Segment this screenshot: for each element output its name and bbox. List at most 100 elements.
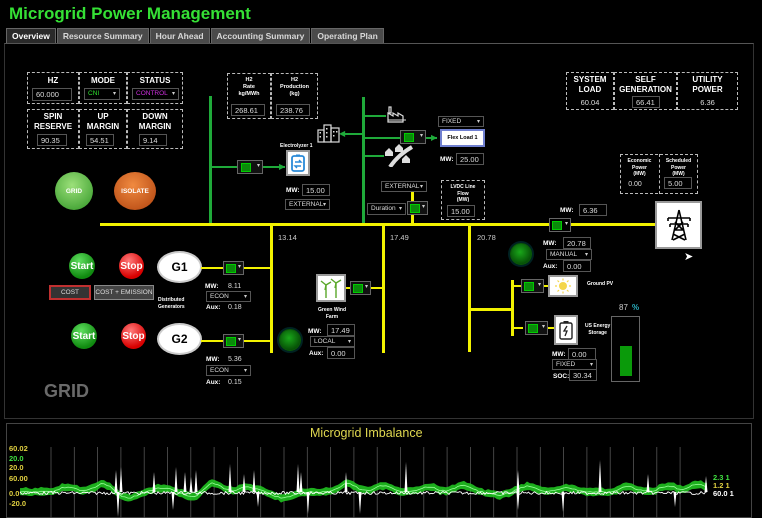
feeder-3-aux-value: 0.00 — [563, 260, 591, 272]
wind-mode-dropdown[interactable]: LOCAL▾ — [310, 336, 355, 347]
chevron-down-icon: ▾ — [237, 264, 241, 270]
pv-switch[interactable]: ▾ — [521, 279, 544, 293]
g2-switch[interactable]: ▾ — [223, 334, 244, 348]
status-label: STATUS — [139, 76, 171, 85]
g1-aux-value: 0.18 — [228, 304, 242, 311]
isolate-mode-button[interactable]: ISOLATE — [114, 172, 156, 210]
residential-icon — [384, 143, 414, 169]
electrolyzer-mode-dropdown[interactable]: EXTERNAL▾ — [285, 199, 330, 210]
lvdc-switch[interactable]: ▾ — [407, 201, 428, 215]
feeder-3-mw-label: MW: — [543, 240, 557, 247]
readout-value: 60.0 1 — [713, 489, 734, 498]
frequency-spike — [189, 477, 193, 492]
tab-bar: Overview Resource Summary Hour Ahead Acc… — [6, 28, 385, 43]
duration-dropdown[interactable]: Duration▾ — [367, 203, 406, 215]
utility-tower-icon[interactable] — [655, 201, 702, 249]
g2-generator[interactable]: G2 — [157, 323, 202, 355]
electrolyzer-icon[interactable] — [286, 150, 310, 176]
cost-emission-button[interactable]: COST + EMISSION — [94, 285, 154, 300]
storage-soc-value: 30.34 — [569, 369, 597, 381]
frequency-spike — [116, 492, 120, 517]
load-bus — [362, 97, 365, 225]
bus-connector — [346, 287, 350, 289]
chevron-down-icon: ▾ — [112, 91, 116, 97]
imbalance-band-series — [20, 479, 707, 503]
g2-mode-dropdown[interactable]: ECON▾ — [206, 365, 251, 376]
wind-turbine-icon[interactable] — [316, 274, 346, 302]
g1-aux-label: Aux: — [206, 304, 221, 311]
tab-resource-summary[interactable]: Resource Summary — [56, 28, 149, 43]
mode-dropdown[interactable]: CNI ▾ — [84, 88, 120, 100]
tab-operating-plan[interactable]: Operating Plan — [311, 28, 384, 43]
feeder-1-status-indicator — [279, 329, 301, 351]
frequency-spike — [256, 492, 260, 507]
storage-switch[interactable]: ▾ — [525, 321, 548, 335]
flex-load-mode-dropdown[interactable]: FIXED▾ — [438, 116, 484, 127]
g1-stop-button[interactable]: Stop — [119, 253, 144, 279]
g1-switch[interactable]: ▾ — [223, 261, 244, 275]
flex-load-switch[interactable]: ▾ — [400, 130, 426, 144]
imbalance-chart — [19, 447, 708, 518]
wind-aux-value: 0.00 — [327, 347, 355, 359]
frequency-spike — [516, 492, 520, 510]
frequency-spike — [646, 474, 650, 492]
g1-generator[interactable]: G1 — [157, 251, 202, 283]
readout-value: 2.3 1 — [713, 473, 730, 482]
bus-connector — [263, 166, 285, 168]
chevron-down-icon: ▾ — [421, 204, 425, 210]
chevron-down-icon: ▾ — [364, 284, 368, 290]
g2-stop-button[interactable]: Stop — [121, 323, 146, 349]
frequency-spike — [306, 492, 310, 514]
chevron-down-icon: ▾ — [537, 282, 541, 288]
flex-load-button[interactable]: Flex Load 1 — [440, 129, 485, 147]
frequency-spike — [299, 472, 303, 492]
lvdc-mode-dropdown[interactable]: EXTERNAL▾ — [381, 181, 427, 192]
tab-overview[interactable]: Overview — [6, 28, 56, 43]
g1-mode-dropdown[interactable]: ECON▾ — [206, 291, 251, 302]
wind-switch[interactable]: ▾ — [350, 281, 371, 295]
chevron-down-icon: ▾ — [256, 163, 260, 169]
mode-value: CNI — [88, 90, 100, 97]
battery-icon[interactable] — [554, 315, 578, 345]
frequency-spike — [344, 472, 348, 492]
cost-button[interactable]: COST — [49, 285, 91, 300]
status-dropdown[interactable]: CONTROL▾ — [132, 88, 179, 100]
frequency-spike — [183, 472, 187, 492]
flex-load-mw-label: MW: — [440, 156, 454, 163]
frequency-spike — [174, 467, 178, 492]
electrolyzer-bus — [209, 96, 212, 224]
frequency-spike — [598, 460, 602, 492]
axis-label: -20.0 — [9, 498, 27, 508]
feeder-2-bus — [382, 225, 385, 353]
electrolyzer-switch[interactable]: ▾ — [237, 160, 263, 174]
mode-label: MODE — [91, 76, 115, 85]
utility-switch[interactable]: ▾ — [549, 218, 571, 232]
feeder-1-bus — [270, 225, 273, 353]
lvdc-flow-panel — [441, 180, 485, 220]
frequency-spike — [242, 474, 246, 492]
grid-mode-button[interactable]: GRID — [55, 172, 93, 210]
tab-hour-ahead[interactable]: Hour Ahead — [149, 28, 210, 43]
pv-sun-icon[interactable] — [548, 275, 578, 297]
chart-left-axis: 60.02 20.0 20.0 60.00 0.0 -20.0 — [9, 444, 28, 508]
axis-label: 60.02 — [9, 444, 28, 453]
percent-symbol: % — [632, 303, 640, 312]
storage-level-gauge — [611, 316, 640, 382]
chevron-down-icon: ▾ — [419, 184, 423, 190]
scheduled-power-value: 5.00 — [664, 177, 692, 189]
utility-mw-label: MW: — [560, 207, 574, 214]
tab-accounting-summary[interactable]: Accounting Summary — [210, 28, 311, 43]
g1-start-button[interactable]: Start — [69, 253, 95, 279]
bus-connector — [211, 166, 237, 168]
frequency-spike — [516, 470, 520, 492]
axis-label: 0.0 — [9, 489, 20, 498]
readout-value: 1.2 1 — [713, 481, 730, 490]
feeder-3-mode-dropdown[interactable]: MANUAL▾ — [546, 249, 592, 260]
g2-start-button[interactable]: Start — [71, 323, 97, 349]
main-ac-bus — [100, 223, 656, 226]
wind-aux-label: Aux: — [309, 350, 324, 357]
pv-name: Ground PV — [587, 281, 614, 287]
